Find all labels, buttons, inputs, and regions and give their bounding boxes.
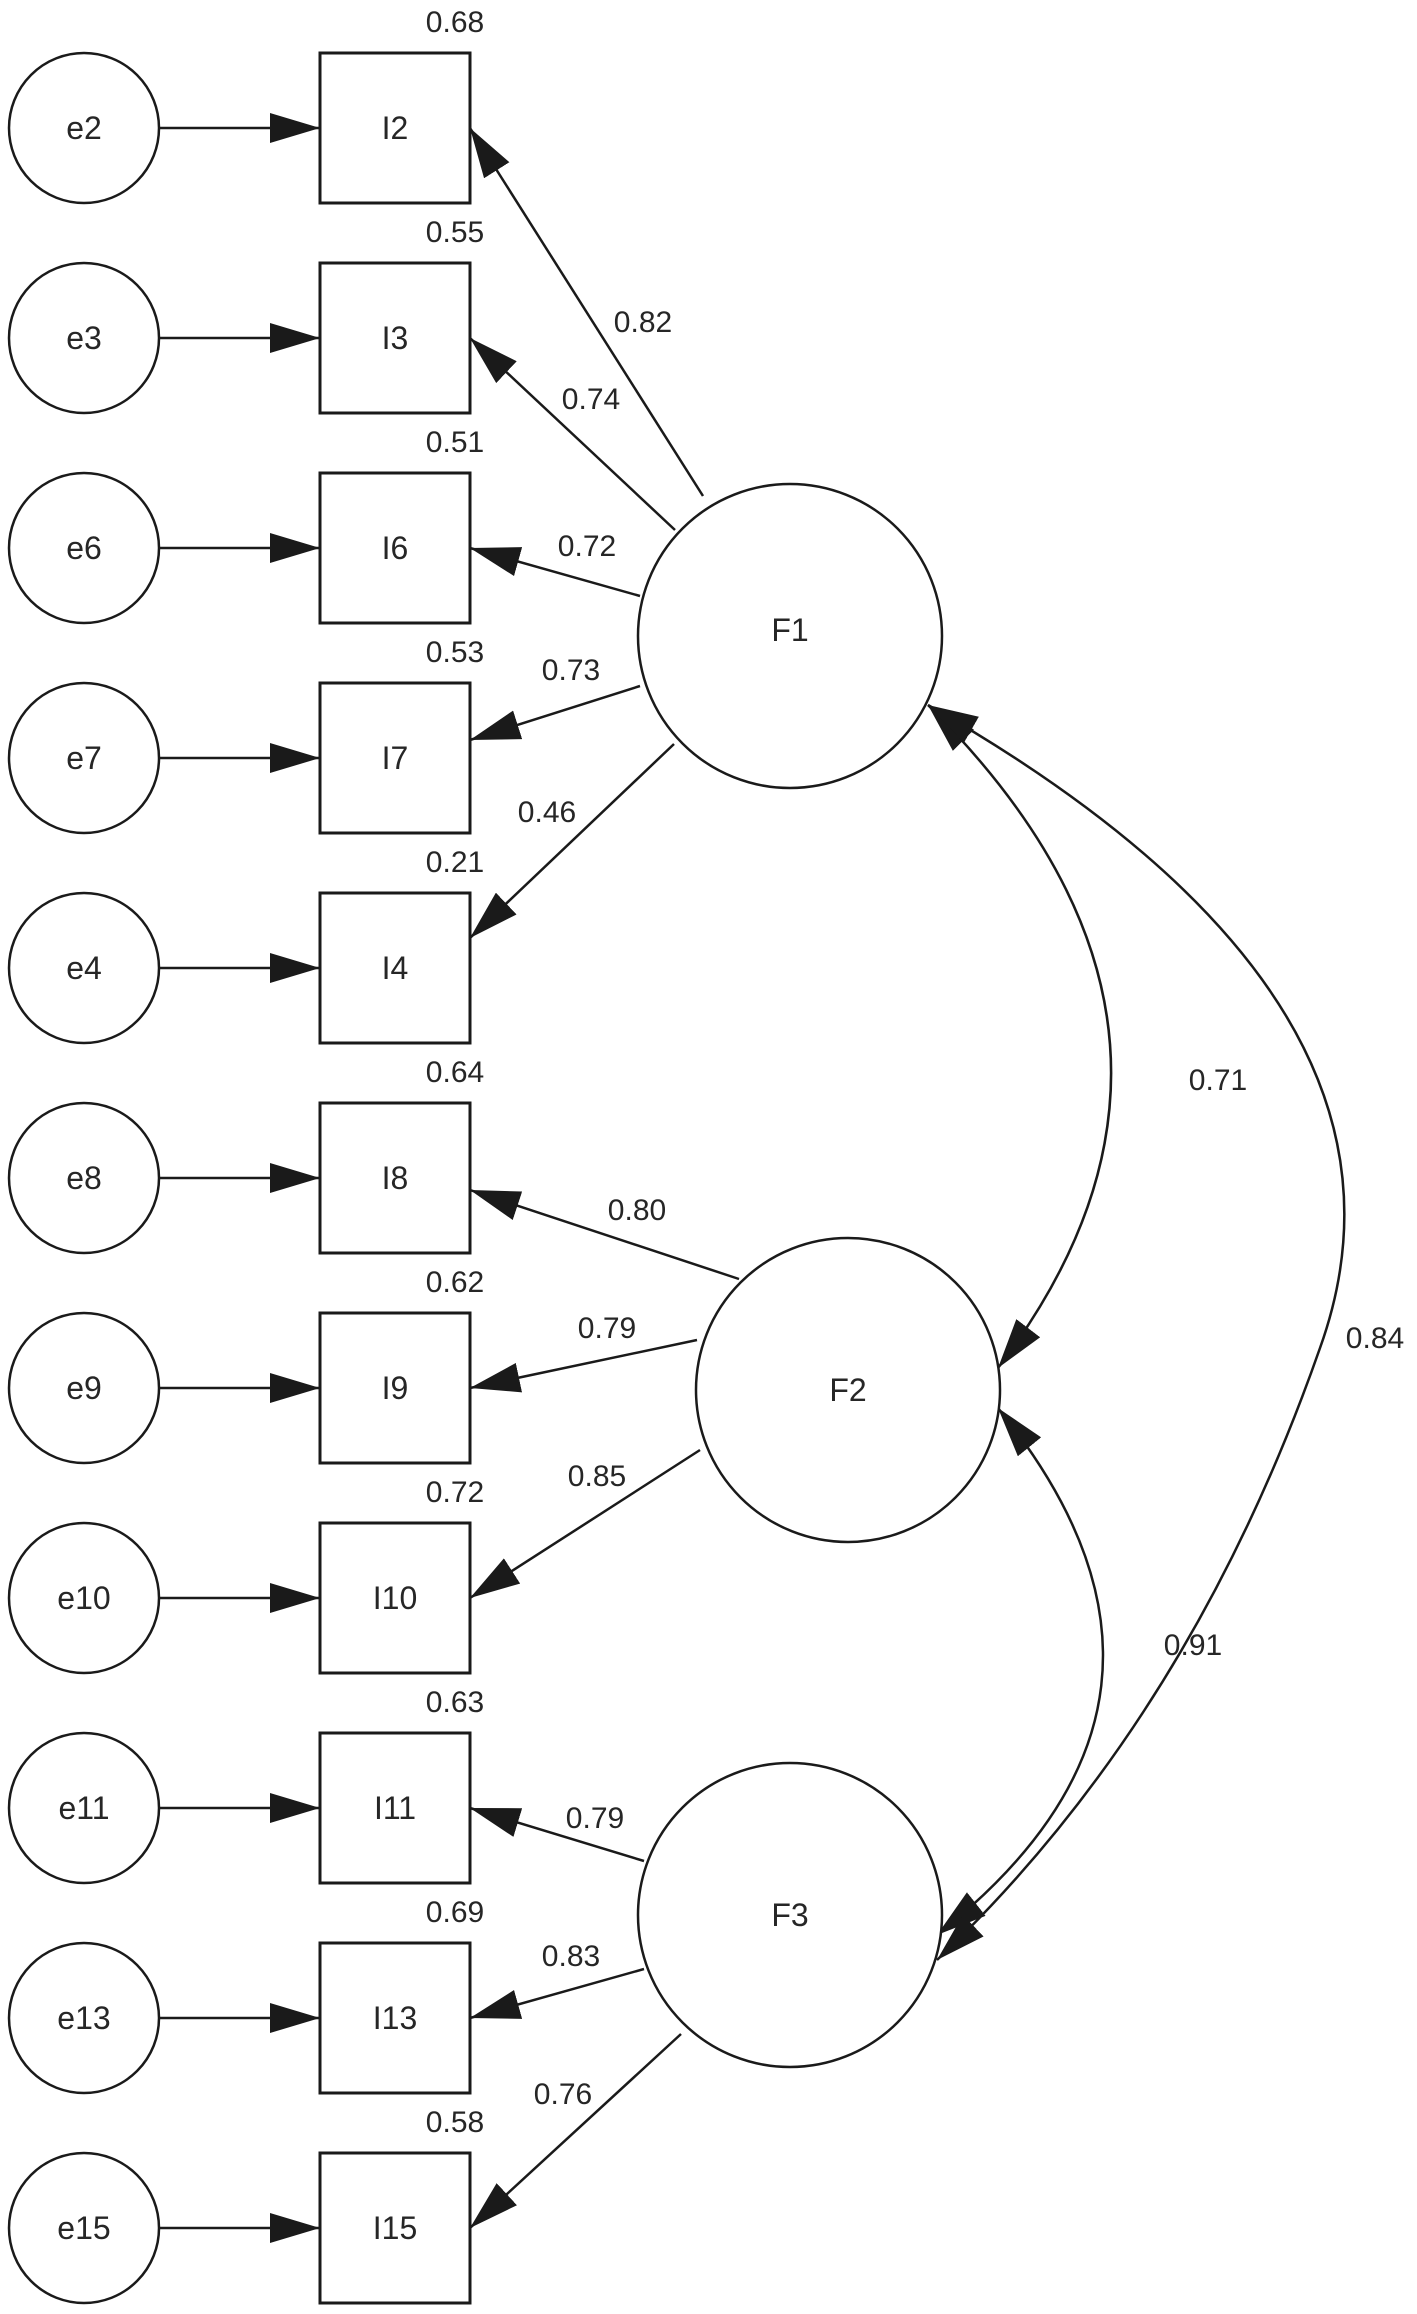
- item-label: I13: [373, 2000, 417, 2036]
- error-label: e7: [66, 740, 102, 776]
- r-squared-label-I9: 0.62: [426, 1266, 484, 1299]
- loading-label-F3-I11: 0.79: [566, 1802, 624, 1835]
- error-label: e13: [57, 2000, 110, 2036]
- error-label: e4: [66, 950, 102, 986]
- r-squared-label-I10: 0.72: [426, 1476, 484, 1509]
- factor-label: F2: [829, 1372, 866, 1408]
- path-F3-I13: [469, 1967, 645, 2020]
- covariance-label-F1-F2: 0.71: [1189, 1064, 1247, 1097]
- loading-label-F1-I4: 0.46: [518, 796, 576, 829]
- item-box-I9: I9: [318, 1311, 472, 1465]
- path-F3-I15: [469, 2033, 682, 2229]
- loading-label-F2-I8: 0.80: [608, 1194, 666, 1227]
- r-squared-label-I3: 0.55: [426, 216, 484, 249]
- item-box-I11: I11: [318, 1731, 472, 1885]
- error-node-e2: e2: [7, 51, 161, 205]
- loading-label-F1-I2: 0.82: [614, 306, 672, 339]
- error-label: e2: [66, 110, 102, 146]
- item-box-I6: I6: [318, 471, 472, 625]
- error-label: e6: [66, 530, 102, 566]
- factor-node-F3: F3: [636, 1761, 944, 2069]
- item-label: I10: [373, 1580, 417, 1616]
- r-squared-label-I8: 0.64: [426, 1056, 484, 1089]
- error-label: e3: [66, 320, 102, 356]
- error-node-e10: e10: [7, 1521, 161, 1675]
- r-squared-label-I2: 0.68: [426, 6, 484, 39]
- error-node-e9: e9: [7, 1311, 161, 1465]
- loading-label-F2-I9: 0.79: [578, 1312, 636, 1345]
- loading-label-F1-I7: 0.73: [542, 654, 600, 687]
- error-node-e11: e11: [7, 1731, 161, 1885]
- path-F2-I10: [469, 1448, 701, 1600]
- path-F3-I11: [469, 1806, 645, 1863]
- r-squared-label-I7: 0.53: [426, 636, 484, 669]
- item-box-I4: I4: [318, 891, 472, 1045]
- error-node-e13: e13: [7, 1941, 161, 2095]
- item-label: I15: [373, 2210, 417, 2246]
- item-label: I2: [382, 110, 409, 146]
- item-box-I7: I7: [318, 681, 472, 835]
- factor-label: F3: [771, 1897, 808, 1933]
- item-label: I11: [374, 1790, 416, 1826]
- item-label: I3: [382, 320, 409, 356]
- factor-node-F1: F1: [636, 482, 944, 790]
- path-F1-I2: [468, 127, 705, 497]
- item-label: I4: [382, 950, 409, 986]
- path-F2-I8: [469, 1188, 740, 1281]
- path-F1-I6: [469, 546, 641, 598]
- r-squared-label-I13: 0.69: [426, 1896, 484, 1929]
- error-label: e11: [58, 1790, 109, 1826]
- item-box-I3: I3: [318, 261, 472, 415]
- factor-node-F2: F2: [694, 1236, 1002, 1544]
- r-squared-label-I4: 0.21: [426, 846, 484, 879]
- path-F1-I7: [469, 684, 641, 742]
- item-box-I10: I10: [318, 1521, 472, 1675]
- item-label: I9: [382, 1370, 409, 1406]
- error-label: e9: [66, 1370, 102, 1406]
- error-node-e7: e7: [7, 681, 161, 835]
- error-node-e6: e6: [7, 471, 161, 625]
- r-squared-label-I11: 0.63: [426, 1686, 484, 1719]
- covariance-label-F1-F3: 0.84: [1346, 1322, 1404, 1355]
- loading-label-F3-I15: 0.76: [534, 2078, 592, 2111]
- r-squared-label-I6: 0.51: [426, 426, 484, 459]
- covariance-F2-F3: [936, 1407, 1105, 1936]
- path-F1-I4: [469, 743, 675, 939]
- loading-label-F1-I6: 0.72: [558, 530, 616, 563]
- item-box-I2: I2: [318, 51, 472, 205]
- item-box-I8: I8: [318, 1101, 472, 1255]
- item-box-I13: I13: [318, 1941, 472, 2095]
- covariance-F1-F2: [927, 704, 1113, 1369]
- path-F1-I3: [469, 337, 676, 531]
- item-label: I8: [382, 1160, 409, 1196]
- item-box-I15: I15: [318, 2151, 472, 2305]
- r-squared-label-I15: 0.58: [426, 2106, 484, 2139]
- factor-label: F1: [771, 612, 808, 648]
- error-node-e3: e3: [7, 261, 161, 415]
- error-label: e8: [66, 1160, 102, 1196]
- item-label: I6: [382, 530, 409, 566]
- covariance-F1-F3: [927, 703, 1346, 1961]
- loading-label-F3-I13: 0.83: [542, 1940, 600, 1973]
- error-label: e15: [57, 2210, 110, 2246]
- item-label: I7: [382, 740, 409, 776]
- error-node-e4: e4: [7, 891, 161, 1045]
- loading-label-F2-I10: 0.85: [568, 1460, 626, 1493]
- loading-label-F1-I3: 0.74: [562, 383, 620, 416]
- path-F2-I9: [469, 1338, 698, 1393]
- covariance-label-F2-F3: 0.91: [1164, 1629, 1222, 1662]
- error-label: e10: [57, 1580, 110, 1616]
- error-node-e8: e8: [7, 1101, 161, 1255]
- error-node-e15: e15: [7, 2151, 161, 2305]
